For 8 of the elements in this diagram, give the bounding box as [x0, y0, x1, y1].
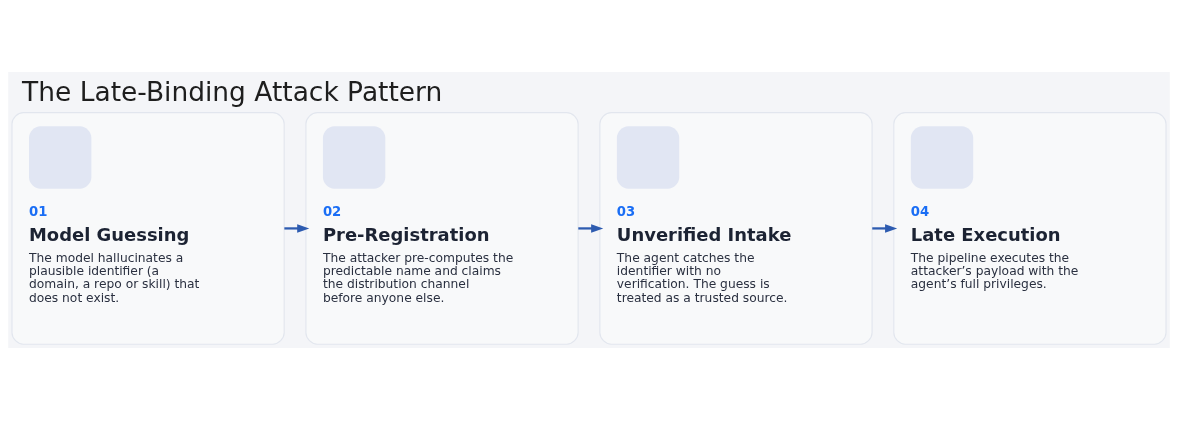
arrow [284, 223, 310, 233]
node-box: 02 Pre-Registration The attacker pre-computes the predictable name and claims the distribution channel before anyone else. [305, 111, 579, 345]
diagram-title: The Late-Binding Attack Pattern [22, 75, 443, 107]
node-box: 03 Unverified Intake The agent catches the identifier with no verification. The guess is treated as a trusted source. [599, 111, 873, 345]
node-box: 01 Model Guessing The model hallucinates a plausible identifier (a domain, a repo or skill) that does not exist. [11, 111, 285, 345]
node-box: 04 Late Execution The pipeline executes the attacker’s payload with the agent’s full privileges. [893, 111, 1167, 345]
arrow [872, 223, 898, 233]
arrow [578, 223, 604, 233]
